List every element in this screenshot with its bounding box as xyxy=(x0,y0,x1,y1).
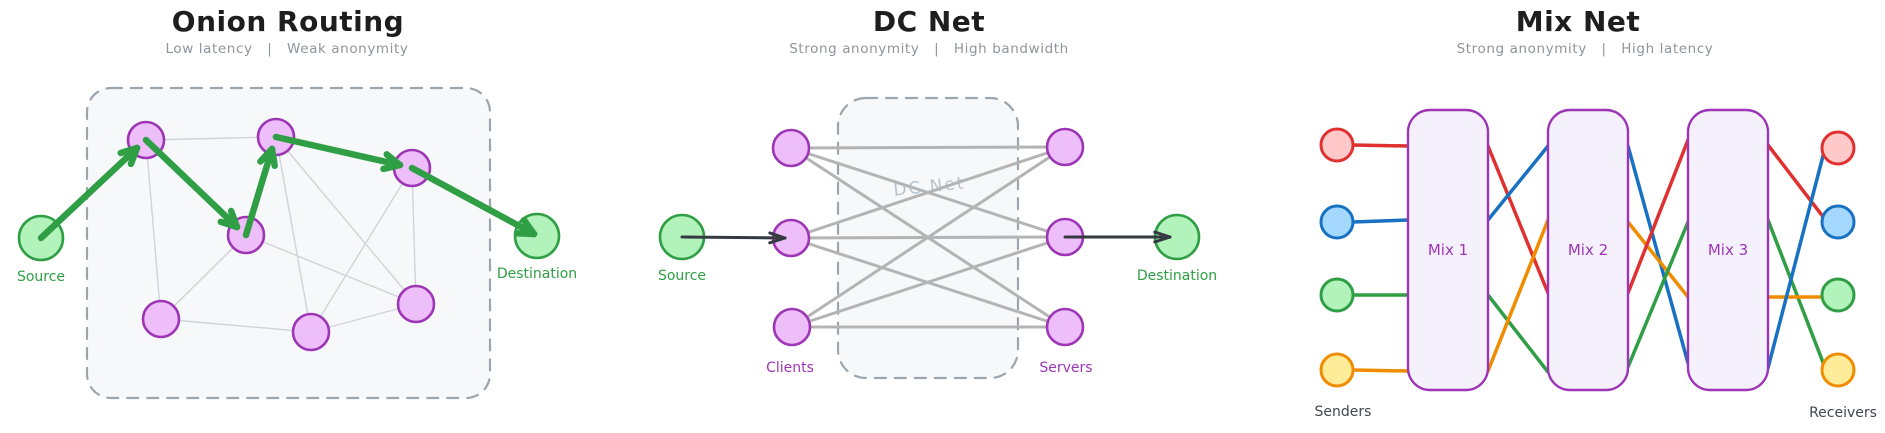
mix-wire-blue xyxy=(1766,150,1826,370)
client-node xyxy=(772,307,812,347)
server-node xyxy=(1045,127,1085,167)
client-server-link xyxy=(789,145,1067,240)
mix-box xyxy=(1686,108,1770,392)
mix-wire-green xyxy=(1766,218,1826,367)
receiver-node-yellow xyxy=(1820,352,1856,388)
receiver-node-blue xyxy=(1820,204,1856,240)
relay-link xyxy=(245,234,417,305)
client-server-link xyxy=(790,145,1067,329)
clients-label: Clients xyxy=(766,360,814,376)
mix-wire-blue xyxy=(1351,218,1410,224)
source-label: Source xyxy=(658,268,706,284)
onion-routing-title: Onion Routing xyxy=(171,5,405,38)
client-server-link xyxy=(790,235,1067,329)
dc-net-title: DC Net xyxy=(872,5,986,38)
senders-label: Senders xyxy=(1315,404,1372,420)
message-arrow-head xyxy=(768,236,787,245)
destination-label: Destination xyxy=(1137,268,1217,284)
receiver-node-green xyxy=(1820,277,1856,313)
relay-link xyxy=(160,234,247,320)
route-arrow-head xyxy=(117,144,141,157)
relay-link xyxy=(310,167,413,333)
receiver-node-red xyxy=(1820,130,1856,166)
onion-routing-subtitle: Low latency | Weak anonymity xyxy=(165,41,409,57)
route-arrow-shaft xyxy=(272,133,404,169)
route-arrow-shaft xyxy=(242,145,276,239)
mix-wire-red xyxy=(1486,144,1550,295)
mix-box-label: Mix 2 xyxy=(1568,241,1608,259)
message-arrow-head xyxy=(768,231,787,240)
relay-link xyxy=(411,167,417,305)
mix-wire-green xyxy=(1626,220,1690,369)
mix-net-title: Mix Net xyxy=(1515,5,1641,38)
route-arrow-shaft xyxy=(142,136,241,231)
sender-node-red xyxy=(1319,127,1355,163)
route-arrow-shaft xyxy=(408,164,538,238)
mix-box xyxy=(1406,108,1490,392)
mix-box-label: Mix 1 xyxy=(1428,241,1468,259)
relay-link xyxy=(275,136,417,305)
relay-node xyxy=(396,284,436,324)
onion-routing-diagram: Source Destination xyxy=(17,86,577,400)
mix-net-subtitle: Strong anonymity | High latency xyxy=(1456,41,1714,57)
source-label: Source xyxy=(17,269,65,285)
servers-label: Servers xyxy=(1039,360,1092,376)
relay-node xyxy=(291,312,331,352)
mix-wire-orange xyxy=(1626,220,1690,299)
mix-wire-red xyxy=(1626,138,1690,295)
relay-link xyxy=(145,139,162,320)
route-arrow-head xyxy=(257,145,276,165)
message-arrow-head xyxy=(1153,235,1172,244)
mix-wire-orange xyxy=(1486,218,1550,373)
relay-node xyxy=(141,299,181,339)
client-server-link xyxy=(789,145,1067,150)
mix-wire-green xyxy=(1486,293,1550,374)
route-arrow-head xyxy=(520,216,538,238)
dc-net-subtitle: Strong anonymity | High bandwidth xyxy=(789,41,1069,57)
message-arrow-shaft xyxy=(680,235,787,240)
route-arrow-head xyxy=(227,207,241,231)
mix-wire-blue xyxy=(1626,144,1690,365)
route-arrow-head xyxy=(383,151,404,169)
client-node xyxy=(771,128,811,168)
relay-link xyxy=(160,318,312,333)
mix-net-diagram: Mix 1 Mix 2 Mix 3 Senders Receivers xyxy=(1315,108,1877,421)
sender-node-green xyxy=(1319,277,1355,313)
relay-link xyxy=(145,136,277,141)
server-node xyxy=(1045,307,1085,347)
mix-wire-orange xyxy=(1351,368,1410,373)
relay-link xyxy=(275,136,312,333)
receivers-label: Receivers xyxy=(1809,405,1877,421)
mix-wire-red xyxy=(1351,143,1410,148)
mix-box-label: Mix 3 xyxy=(1708,241,1748,259)
message-arrow-head xyxy=(1153,230,1172,239)
sender-node-yellow xyxy=(1319,352,1355,388)
destination-label: Destination xyxy=(497,266,577,282)
mix-box xyxy=(1546,108,1630,392)
route-arrow-shaft xyxy=(37,144,141,242)
sender-node-blue xyxy=(1319,204,1355,240)
mix-wire-blue xyxy=(1486,144,1550,222)
mix-wire-red xyxy=(1766,143,1826,220)
